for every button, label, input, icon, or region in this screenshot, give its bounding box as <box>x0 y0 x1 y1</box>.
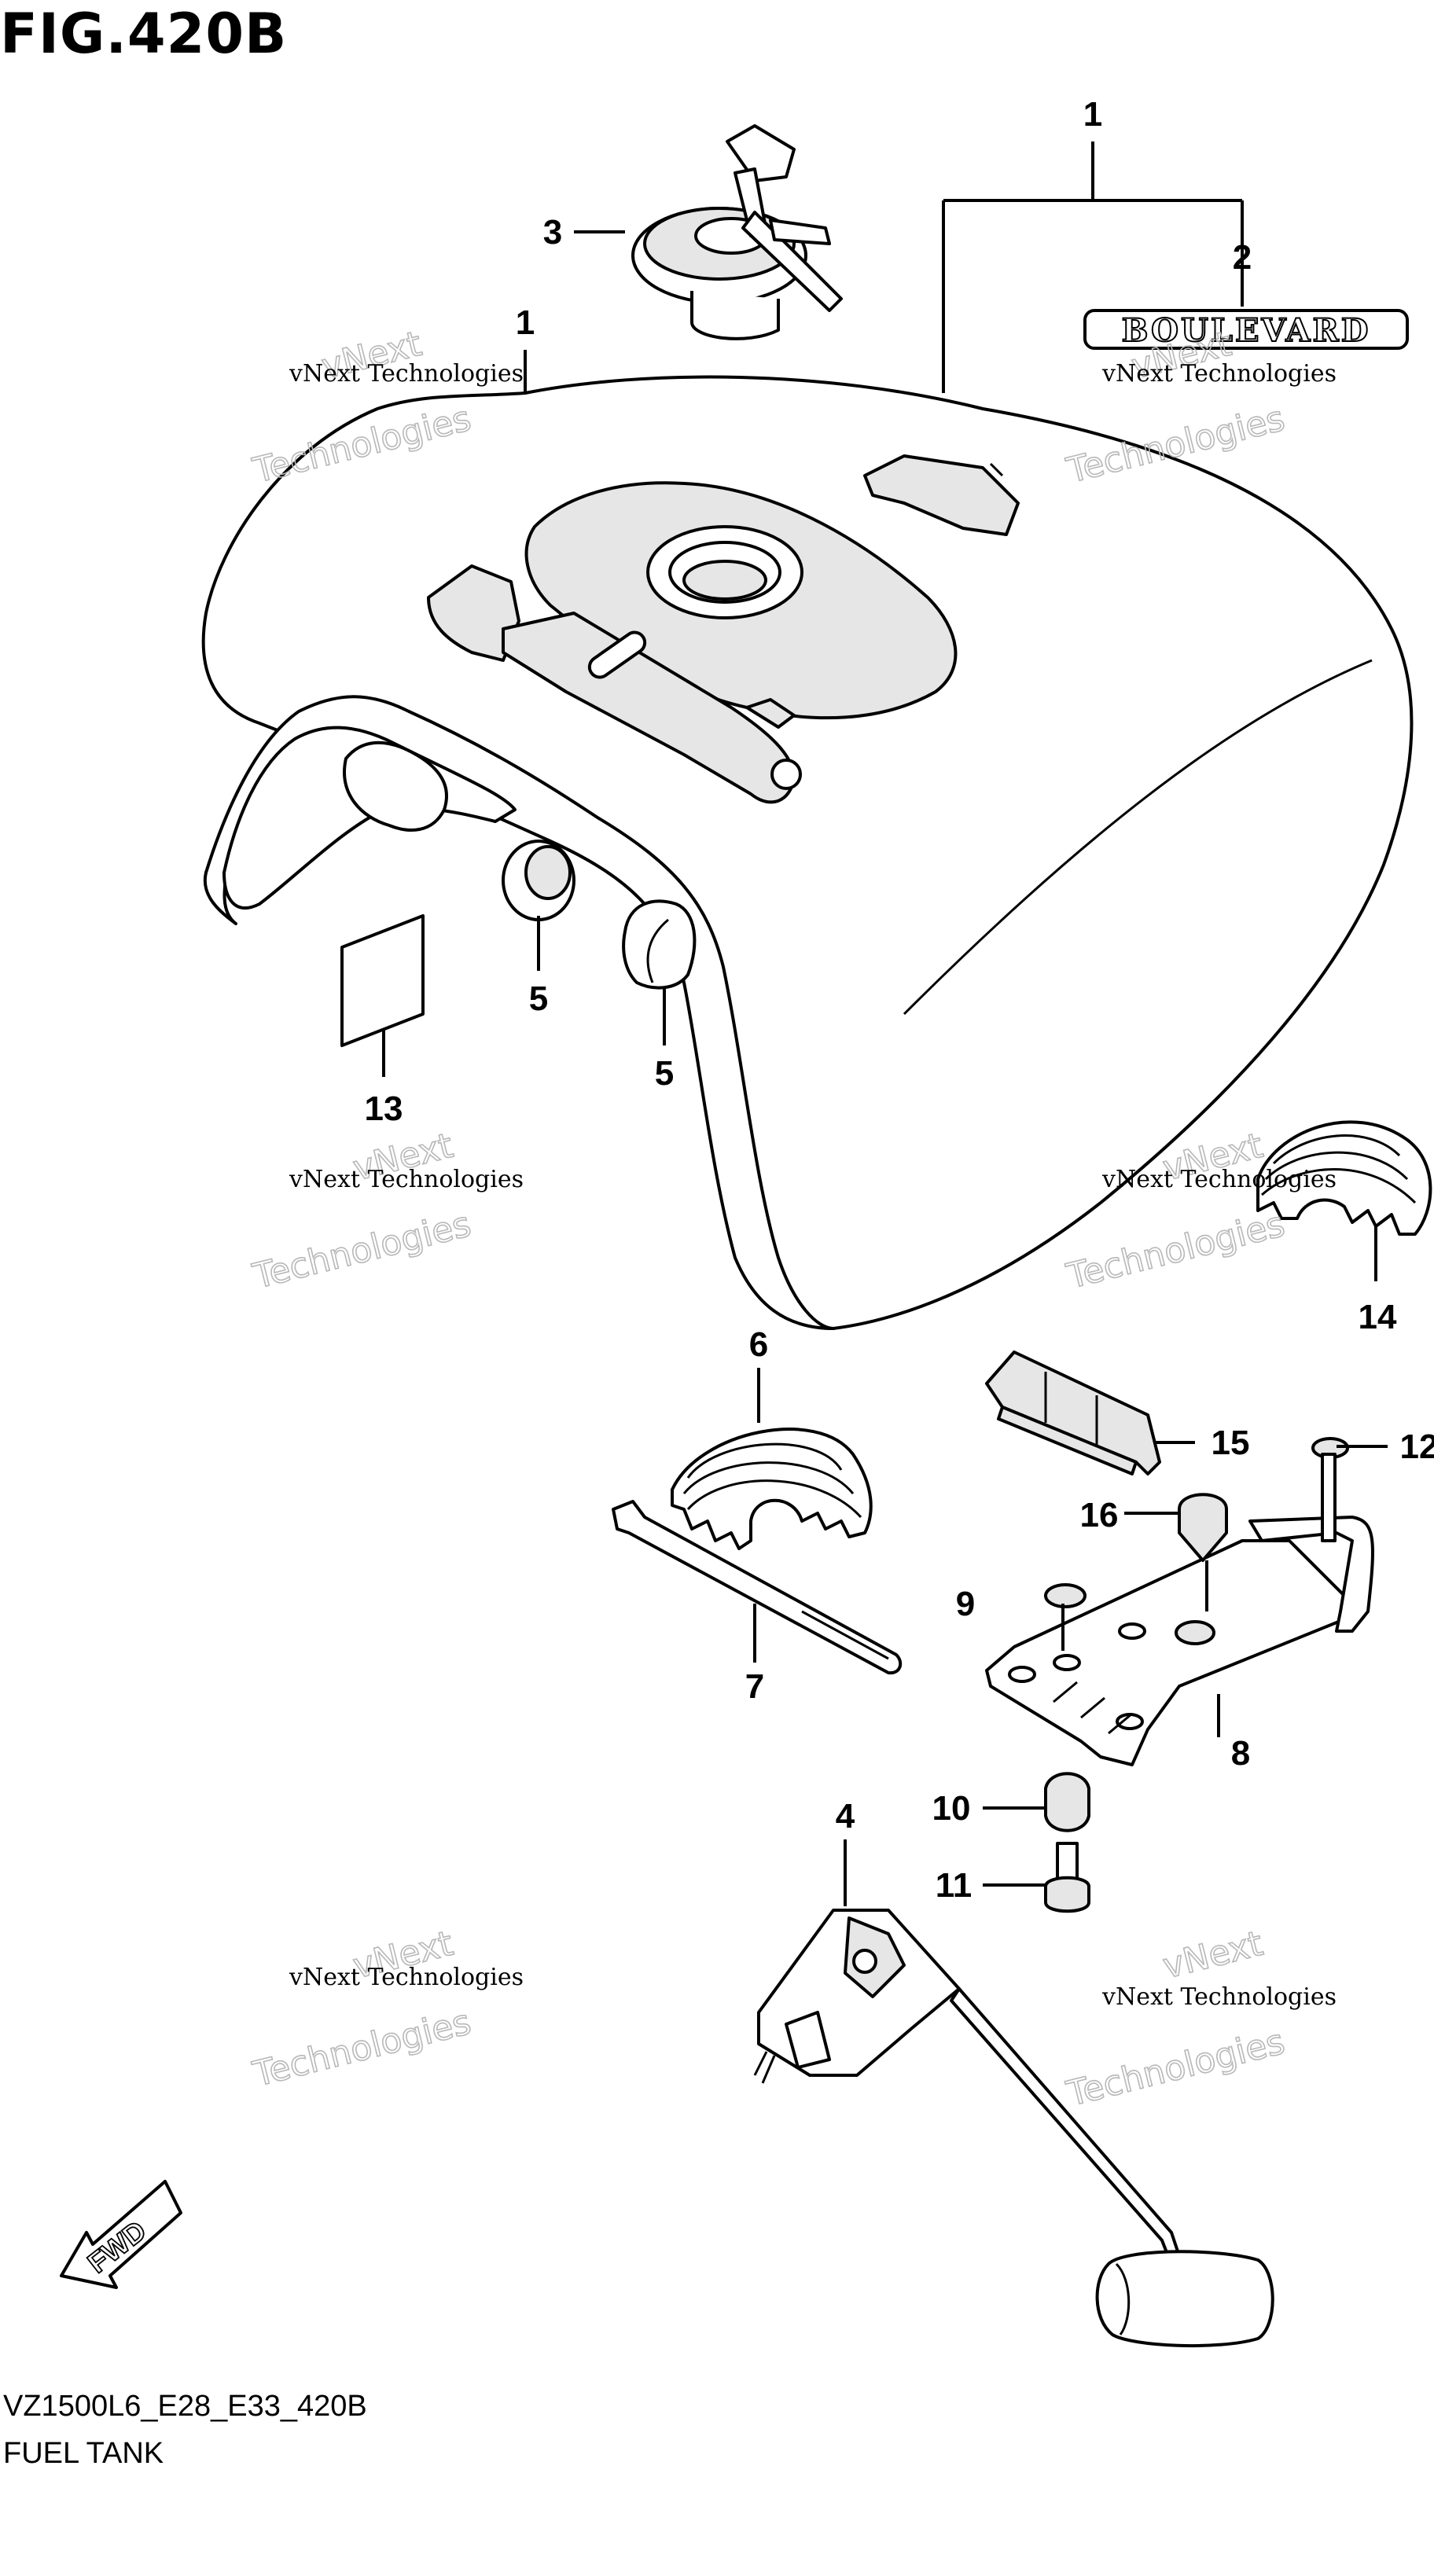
watermark-text: vNext Technologies <box>1101 360 1337 388</box>
leader-lines <box>382 141 1388 1906</box>
cushion-block <box>985 1350 1161 1475</box>
callout-13: 13 <box>365 1090 403 1128</box>
callout-12: 12 <box>1400 1428 1434 1466</box>
callout-3: 3 <box>543 213 562 252</box>
cushion-small <box>1044 1772 1090 1832</box>
fwd-arrow-icon: FWD <box>60 2180 182 2289</box>
callout-1-top: 1 <box>1083 95 1102 134</box>
fuel-level-gauge <box>753 1909 1274 2348</box>
cap-round <box>622 899 697 990</box>
callout-10: 10 <box>932 1789 971 1828</box>
watermark-text: vNext Technologies <box>289 360 524 388</box>
watermark-outline: Technologies <box>249 1204 476 1297</box>
callout-2: 2 <box>1233 238 1252 277</box>
callout-11: 11 <box>936 1866 973 1905</box>
bolt <box>1044 1842 1090 1913</box>
mounting-plate <box>985 1516 1374 1766</box>
callout-9: 9 <box>956 1585 975 1623</box>
diagram-name: FUEL TANK <box>3 2437 164 2470</box>
figure-title: FIG.420B <box>0 2 288 66</box>
fuel-cap <box>631 124 843 340</box>
label-sheet <box>340 914 425 1047</box>
watermark-outline: Technologies <box>249 2002 476 2095</box>
callout-1-tank: 1 <box>516 303 535 342</box>
callout-6: 6 <box>749 1325 768 1364</box>
watermark-bottom-right: vNext vNext Technologies Technologies <box>1062 1923 1337 2115</box>
cushion-grooved <box>671 1428 873 1550</box>
callout-4: 4 <box>836 1797 855 1836</box>
cushion-round <box>502 840 575 921</box>
watermark-outline: Technologies <box>1063 1204 1289 1297</box>
watermark-outline-small: vNext <box>1159 1924 1267 1987</box>
callout-5-right: 5 <box>655 1054 674 1093</box>
washer <box>1044 1583 1087 1608</box>
watermark-text: vNext Technologies <box>1101 1983 1337 2011</box>
emblem-text: BOULEVARD <box>1122 312 1371 349</box>
watermark-outline: Technologies <box>1063 2022 1289 2115</box>
callouts: 1 1 2 3 4 5 5 6 7 8 9 10 11 12 13 14 15 … <box>365 95 1434 1905</box>
callout-15: 15 <box>1212 1424 1250 1462</box>
emblem-boulevard: BOULEVARD <box>1083 309 1409 350</box>
diagram-code: VZ1500L6_E28_E33_420B <box>3 2390 367 2423</box>
callout-8: 8 <box>1231 1734 1250 1773</box>
callout-7: 7 <box>745 1667 764 1706</box>
fuel-tank <box>201 375 1414 1330</box>
callout-14: 14 <box>1359 1298 1397 1336</box>
watermark-text: vNext Technologies <box>289 1964 524 1991</box>
watermark-text: vNext Technologies <box>1101 1166 1337 1193</box>
callout-16: 16 <box>1080 1496 1119 1534</box>
callout-5-left: 5 <box>529 979 548 1018</box>
grommet <box>1178 1493 1228 1562</box>
cushion-grooved-rear <box>1256 1120 1432 1236</box>
watermark-mid-left: vNext vNext Technologies Technologies <box>248 1125 524 1298</box>
cable-tie <box>612 1500 903 1675</box>
watermark-bottom-left: vNext vNext Technologies Technologies <box>248 1923 524 2096</box>
watermark-text: vNext Technologies <box>289 1166 524 1193</box>
